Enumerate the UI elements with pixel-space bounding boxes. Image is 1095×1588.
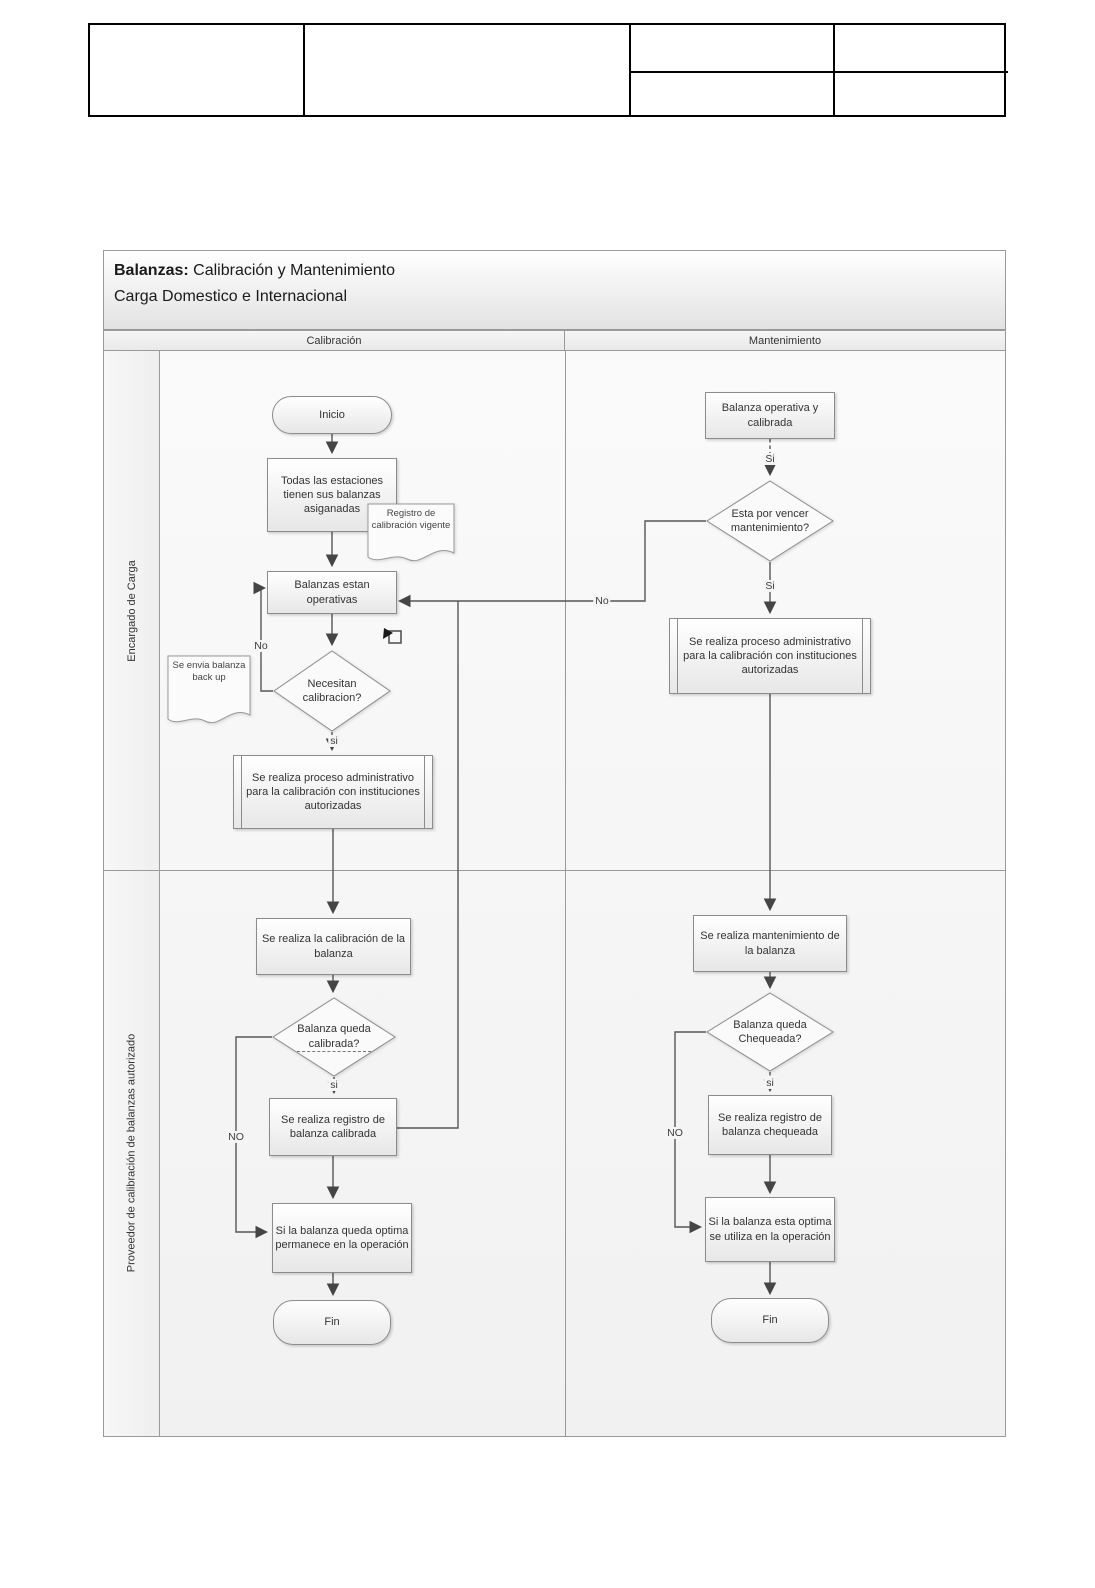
decision-necesitan-calibracion: Necesitan calibracion? — [273, 650, 391, 732]
decision-balanza-chequeada: Balanza queda Chequeada? — [706, 992, 834, 1072]
lane-divider-vertical — [565, 351, 566, 1437]
flowchart-title-band: Balanzas: Calibración y Mantenimiento Ca… — [104, 251, 1005, 330]
node-registro-chequeada: Se realiza registro de balanza chequeada — [708, 1095, 832, 1155]
label-si-necesitan: si — [328, 735, 340, 747]
node-realiza-calibracion: Se realiza la calibración de la balanza — [256, 918, 411, 975]
node-fin-calibracion: Fin — [273, 1300, 391, 1345]
label-no-chequeada: NO — [665, 1127, 685, 1139]
table-vertical-divider — [303, 25, 305, 115]
title-rest: Calibración y Mantenimiento — [188, 262, 396, 279]
node-proceso-administrativo-mantenimiento: Se realiza proceso administrativo para l… — [669, 618, 871, 694]
node-realiza-mantenimiento: Se realiza mantenimiento de la balanza — [693, 915, 847, 972]
node-fin-mantenimiento: Fin — [711, 1298, 829, 1343]
label-si-chequeada: si — [764, 1077, 776, 1089]
row-divider-horizontal — [103, 870, 1006, 871]
flowchart-subtitle: Carga Domestico e Internacional — [114, 288, 348, 305]
node-registro-calibrada: Se realiza registro de balanza calibrada — [269, 1098, 397, 1156]
row-label-proveedor: Proveedor de calibración de balanzas aut… — [104, 870, 160, 1436]
node-proceso-administrativo-calibracion: Se realiza proceso administrativo para l… — [233, 755, 433, 829]
table-vertical-divider — [629, 25, 631, 115]
table-vertical-divider — [833, 25, 835, 115]
lane-header-calibracion: Calibración — [103, 330, 565, 351]
decision-balanza-calibrada: Balanza queda calibrada? — [272, 997, 396, 1077]
decision-por-vencer-mantenimiento: Esta por vencer mantenimiento? — [706, 480, 834, 562]
document-shape — [367, 503, 455, 562]
lane-header-mantenimiento: Mantenimiento — [564, 330, 1006, 351]
label-si-calibrada: si — [328, 1079, 340, 1091]
label-no-loop: No — [252, 640, 270, 652]
flowchart-canvas — [103, 250, 1006, 1437]
node-operativa-calibrada: Balanza operativa y calibrada — [705, 392, 835, 439]
note-registro-calibracion: Registro de calibración vigente — [367, 503, 455, 569]
label-si-operativa: Si — [763, 453, 777, 465]
node-operativas: Balanzas estan operativas — [267, 571, 397, 614]
node-optima-permanece: Si la balanza queda optima permanece en … — [272, 1203, 412, 1273]
table-horizontal-divider — [629, 71, 1008, 73]
row-label-encargado: Encargado de Carga — [104, 351, 160, 870]
loop-reference-icon — [380, 624, 404, 653]
title-bold: Balanzas: — [114, 262, 189, 279]
header-table — [88, 23, 1008, 117]
label-si-vencer: Si — [763, 580, 777, 592]
flowchart-title: Balanzas: Calibración y Mantenimiento — [114, 262, 395, 280]
label-no-calibrada: NO — [226, 1131, 246, 1143]
document-shape — [167, 655, 251, 724]
label-no-cross-lane: No — [593, 595, 611, 607]
note-balanza-backup: Se envia balanza back up — [167, 655, 251, 731]
node-optima-utiliza: Si la balanza esta optima se utiliza en … — [705, 1197, 835, 1262]
node-inicio: Inicio — [272, 396, 392, 434]
